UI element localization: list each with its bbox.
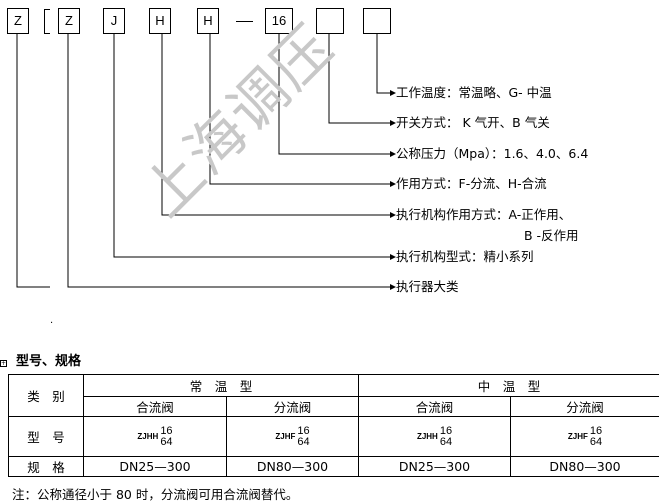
model-pressure-high: 64	[589, 435, 603, 448]
leader-lines	[16, 34, 396, 290]
code-box-3: J	[103, 8, 125, 34]
code-box-7	[316, 8, 344, 34]
table-anchor-icon: +	[0, 360, 7, 367]
desc-actuator-action: 执行机构作用方式：A-正作用、	[396, 207, 572, 222]
desc-actuator-action-reverse: B -反作用	[524, 228, 579, 243]
model-pressure-high: 64	[439, 435, 453, 448]
spec-table: 类 别 常 温 型 中 温 型 合流阀 分流阀 合流阀 分流阀 型 号 ZJHH…	[8, 374, 659, 477]
model-code: ZJHF	[275, 432, 296, 441]
subheader-merge-valve: 合流阀	[83, 396, 227, 417]
spec-cell: DN25—300	[83, 456, 227, 477]
desc-actuator-class: 执行器大类	[396, 279, 459, 294]
subheader-divert-valve: 分流阀	[225, 396, 360, 417]
subheader-merge-valve: 合流阀	[358, 396, 512, 417]
model-code: ZJHH	[137, 432, 159, 441]
footnote: 注：公称通径小于 80 时，分流阀可用合流阀替代。	[12, 487, 299, 502]
category-label: 类 别	[8, 374, 84, 417]
spec-cell: DN80—300	[225, 456, 360, 477]
code-box-4: H	[149, 8, 171, 34]
code-box-8	[363, 8, 391, 34]
model-code: ZJHH	[416, 432, 438, 441]
desc-nominal-pressure: 公称压力（Mpa）：1.6、4.0、6.4	[396, 146, 589, 161]
dash-separator	[236, 21, 253, 22]
stray-dot: ·	[50, 318, 54, 329]
code-box-5: H	[197, 8, 219, 34]
spec-label: 规 格	[8, 456, 84, 477]
section-title: 型号、规格	[16, 354, 82, 369]
model-label: 型 号	[8, 416, 84, 457]
desc-switch-mode: 开关方式： K 气开、B 气关	[396, 115, 550, 130]
model-pressure-low: 16	[160, 424, 173, 437]
spec-cell: DN80—300	[510, 456, 659, 477]
code-box-1: Z	[7, 8, 29, 34]
subheader-divert-valve: 分流阀	[510, 396, 659, 417]
model-pressure-low: 16	[439, 424, 453, 437]
group-normal-temp: 常 温 型	[82, 374, 360, 397]
model-pressure-low: 16	[589, 424, 603, 437]
code-box-2: Z	[58, 8, 80, 34]
model-pressure-low: 16	[297, 424, 310, 437]
model-code: ZJHF	[567, 432, 588, 441]
model-pressure-high: 64	[297, 435, 310, 448]
code-box-6: 16	[265, 8, 293, 34]
group-medium-temp: 中 温 型	[358, 374, 659, 397]
desc-action-mode: 作用方式：F-分流、H-合流	[396, 176, 547, 191]
model-pressure-high: 64	[160, 435, 173, 448]
bracket	[44, 9, 50, 34]
desc-temperature: 工作温度：常温略、G- 中温	[396, 85, 552, 100]
spec-cell: DN25—300	[358, 456, 512, 477]
desc-actuator-type: 执行机构型式：精小系列	[396, 249, 534, 264]
